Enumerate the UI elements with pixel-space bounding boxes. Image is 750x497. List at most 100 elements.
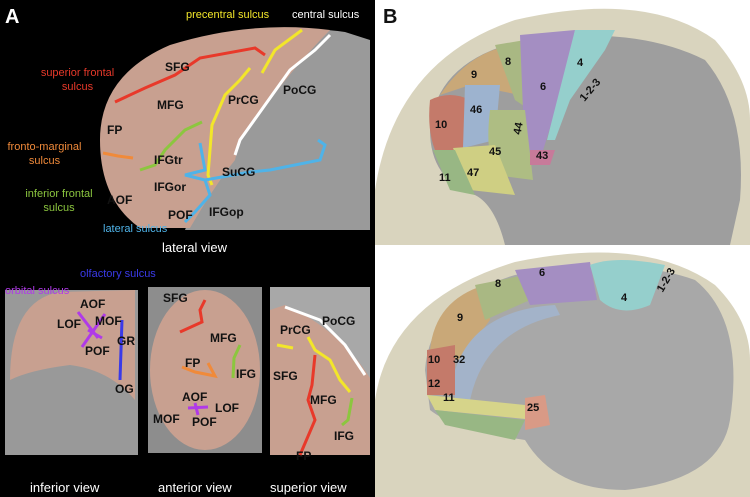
lateral-area-label: 11 <box>439 172 451 184</box>
caption-anterior-view: anterior view <box>158 480 232 495</box>
superior-precentral-line-2 <box>276 343 294 350</box>
panel-b-drawing <box>375 8 750 497</box>
medial-area-label: 9 <box>457 312 464 324</box>
lateral-area-label: 10 <box>435 119 448 131</box>
area-43 <box>530 150 555 165</box>
caption-superior-view: superior view <box>270 480 347 495</box>
gyrus-sucg: SuCG <box>222 165 256 179</box>
medial-area-label: 32 <box>453 354 466 366</box>
superior-prcg: PrCG <box>280 323 311 337</box>
superior-pocg: PoCG <box>322 314 356 328</box>
medial-area-label: 4 <box>621 292 628 304</box>
inferior-og: OG <box>115 382 134 396</box>
fronto-marginal-sulcus-line <box>102 151 134 160</box>
anterior-lof: LOF <box>215 401 239 415</box>
medial-area-label: 8 <box>495 278 502 290</box>
gyrus-mfg: MFG <box>157 98 184 112</box>
medial-area-11 <box>435 410 525 440</box>
anterior-pof: POF <box>192 415 217 429</box>
panel-a-letter: A <box>5 6 20 28</box>
superior-ifg: IFG <box>334 429 354 443</box>
anterior-fms-line <box>181 362 218 379</box>
gyrus-ifgop: IFGop <box>209 205 244 219</box>
central-sulcus-line <box>233 33 332 156</box>
anterior-ifg: IFG <box>236 367 256 381</box>
panel-a: A precentral sulcus central sulcus super… <box>0 0 375 497</box>
area-4 <box>547 30 615 140</box>
medial-area-label: 6 <box>539 267 546 279</box>
superior-fp: FP <box>296 449 312 463</box>
area-11 <box>433 150 475 195</box>
lateral-area-label: 46 <box>470 104 483 116</box>
superior-sfg: SFG <box>273 369 298 383</box>
superior-frontal-sulcus-line <box>114 46 266 104</box>
anterior-sfs-line <box>179 299 207 334</box>
lateral-sulcus-line-2 <box>204 138 327 182</box>
superior-central-line <box>284 305 367 376</box>
gyrus-ifgtr: IFGtr <box>154 153 183 167</box>
gyrus-fp: FP <box>107 123 123 137</box>
caption-lateral-view: lateral view <box>162 240 228 255</box>
anterior-view-frontal <box>150 290 260 450</box>
medial-area-12 <box>427 395 535 420</box>
label-precentral-sulcus: precentral sulcus <box>186 9 270 21</box>
anterior-sfg: SFG <box>163 291 188 305</box>
medial-area-label: 11 <box>443 392 455 404</box>
gyrus-sfg: SFG <box>165 60 190 74</box>
inferior-lof: LOF <box>57 317 81 331</box>
superior-precentral-line <box>306 336 352 393</box>
medial-area-6 <box>515 262 597 305</box>
lateral-area-label: 44 <box>511 121 526 136</box>
anterior-mof: MOF <box>153 412 180 426</box>
label-central-sulcus: central sulcus <box>292 9 360 21</box>
medial-area-8 <box>475 275 530 320</box>
medial-area-32 <box>455 305 560 400</box>
label-inferior-frontal-sulcus: inferior frontal sulcus <box>25 188 93 215</box>
lateral-area-label: 6 <box>540 81 547 93</box>
precentral-sulcus-line-2 <box>206 67 252 186</box>
anterior-fp: FP <box>185 356 201 370</box>
anterior-ifs-line <box>231 344 242 379</box>
panel-b: B 9 8 4 6 1-2-3 46 10 44 45 43 11 47 6 8… <box>375 0 750 497</box>
lateral-area-label: 47 <box>467 167 480 179</box>
lateral-area-label: 9 <box>471 69 478 81</box>
superior-sfs-line <box>298 354 317 456</box>
medial-area-label: 25 <box>527 402 540 414</box>
lateral-area-label: 45 <box>489 146 502 158</box>
label-fronto-marginal-sulcus: fronto-marginal sulcus <box>7 141 82 168</box>
inferior-gr: GR <box>117 334 135 348</box>
label-orbital-sulcus: orbital sulcus <box>5 285 70 297</box>
area-10 <box>429 95 470 150</box>
medial-area-9 <box>430 285 490 360</box>
superior-mfg: MFG <box>310 393 337 407</box>
lateral-brain-frontal <box>100 27 330 229</box>
area-6 <box>520 30 575 160</box>
label-superior-frontal-sulcus: superior frontal sulcus <box>40 67 115 94</box>
gyrus-pocg: PoCG <box>283 83 317 97</box>
panel-b-letter: B <box>383 6 398 28</box>
inferior-pof: POF <box>85 344 110 358</box>
gyrus-prcg: PrCG <box>228 93 259 107</box>
lateral-area-label: 43 <box>536 150 549 162</box>
label-lateral-sulcus: lateral sulcus <box>103 223 168 235</box>
lateral-area-label: 8 <box>505 56 512 68</box>
medial-area-10 <box>427 345 455 395</box>
superior-ifs-line <box>341 397 354 427</box>
anterior-mfg: MFG <box>210 331 237 345</box>
inferior-aof: AOF <box>80 297 106 311</box>
anterior-aof: AOF <box>182 390 208 404</box>
inferior-mof: MOF <box>95 314 122 328</box>
medial-area-4 <box>590 260 665 311</box>
medial-area-25 <box>525 395 550 430</box>
gyrus-pof: POF <box>168 208 193 222</box>
medial-area-label: 10 <box>428 354 441 366</box>
gyrus-aof: AOF <box>107 193 133 207</box>
orbital-sulcus-line <box>76 311 107 348</box>
precentral-sulcus-line <box>260 28 303 74</box>
inferior-frontal-sulcus-line <box>139 120 203 172</box>
label-olfactory-sulcus: olfactory sulcus <box>80 268 156 280</box>
anterior-orbital-line <box>187 402 209 416</box>
gyrus-ifgor: IFGor <box>154 180 186 194</box>
medial-area-label: 12 <box>428 378 441 390</box>
olfactory-sulcus-line <box>118 319 124 381</box>
